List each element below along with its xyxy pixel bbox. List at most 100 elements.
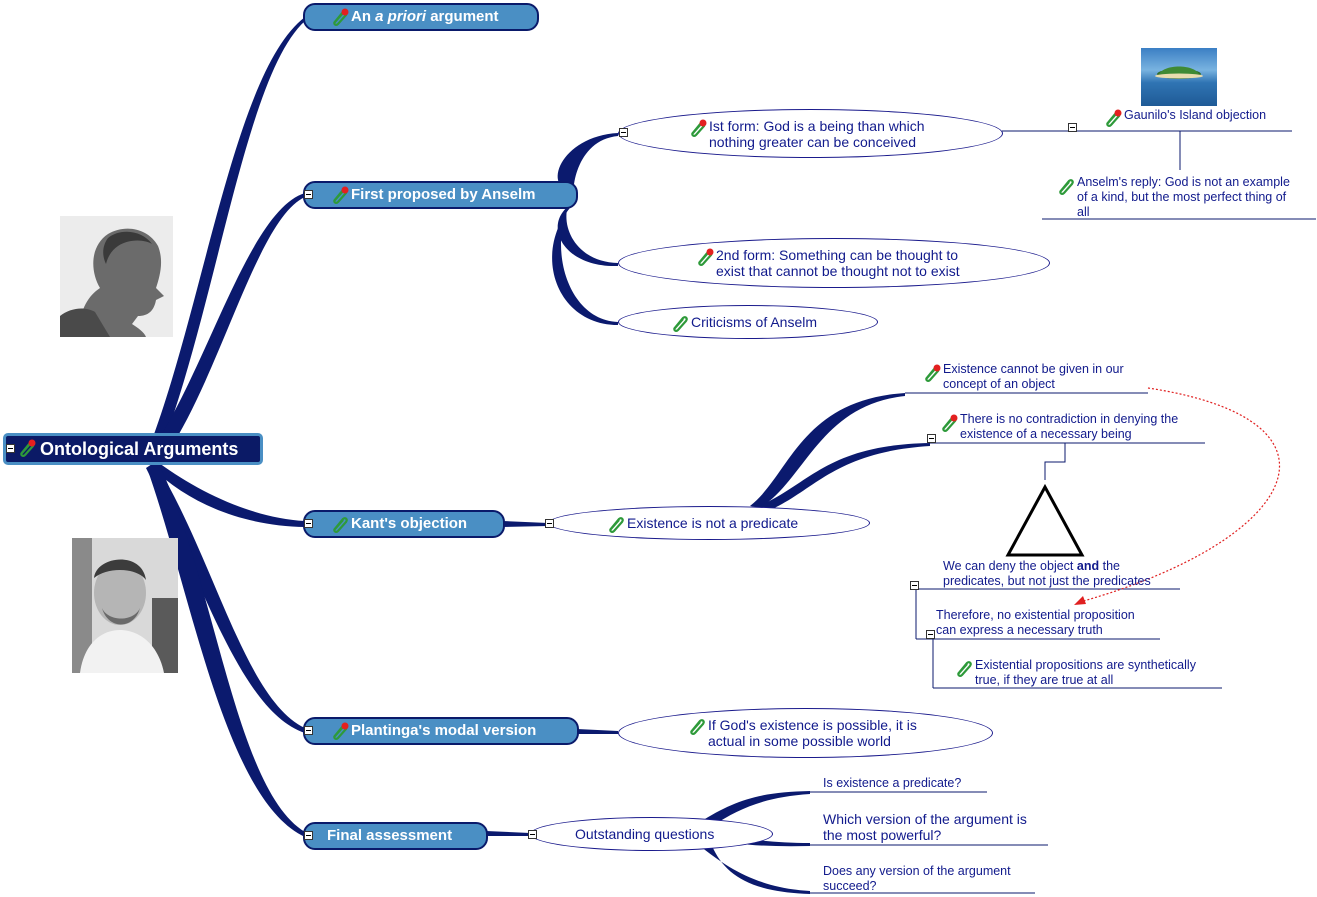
contradiction-node[interactable]: There is no contradiction in denying the… [960, 412, 1178, 442]
kant-attachment-icon[interactable] [330, 514, 350, 534]
first-form-collapse-icon[interactable] [619, 128, 628, 137]
q2-line1: Which version of the argument is [823, 811, 1027, 827]
deny-collapse-icon[interactable] [910, 581, 919, 590]
apriori-label-post: argument [426, 8, 499, 25]
contradiction-collapse-icon[interactable] [927, 434, 936, 443]
branch-plantinga [146, 462, 305, 733]
questions-label: Outstanding questions [575, 826, 715, 842]
deny-bold: and [1076, 559, 1100, 573]
concept-attachment-icon[interactable] [922, 363, 942, 383]
synthetic-attachment-icon[interactable] [954, 658, 974, 678]
plantinga-label: Plantinga's modal version [351, 722, 537, 739]
apriori-label-pre: An [351, 8, 376, 25]
plantinga-collapse-icon[interactable] [304, 726, 313, 735]
synthetic-line2: true, if they are true at all [975, 673, 1114, 687]
apriori-node[interactable]: An a priori argument [303, 3, 539, 31]
gaunilo-attachment-icon[interactable] [1103, 108, 1123, 128]
kant-label: Kant's objection [351, 515, 468, 532]
anselm-portrait-image [60, 216, 173, 337]
concept-line2: concept of an object [943, 377, 1055, 391]
first-form-line1: Ist form: God is a being than which [709, 117, 925, 134]
second-form-line2: exist that cannot be thought not to exis… [716, 263, 960, 279]
root-node[interactable]: Ontological Arguments [3, 433, 263, 465]
q1-node[interactable]: Is existence a predicate? [823, 776, 961, 791]
predicate-node[interactable]: Existence is not a predicate [548, 506, 870, 540]
synthetic-node[interactable]: Existential propositions are synthetical… [975, 658, 1196, 688]
contradiction-attachment-icon[interactable] [939, 413, 959, 433]
link-plantinga-modal [577, 729, 618, 734]
contradiction-line2: existence of a necessary being [960, 427, 1132, 441]
gaunilo-collapse-icon[interactable] [1068, 123, 1077, 132]
link-anselm-criticisms [552, 193, 618, 325]
reply-line3: all [1077, 205, 1090, 219]
branch-apriori [150, 17, 305, 452]
deny-line1b: the [1099, 559, 1120, 573]
predicate-collapse-icon[interactable] [545, 519, 554, 528]
root-collapse-icon[interactable] [6, 444, 15, 453]
reply-attachment-icon[interactable] [1056, 176, 1076, 196]
therefore-line2: can express a necessary truth [936, 623, 1103, 637]
predicate-label: Existence is not a predicate [627, 515, 799, 531]
final-collapse-icon[interactable] [304, 831, 313, 840]
q1-label: Is existence a predicate? [823, 776, 962, 790]
modal-attachment-icon[interactable] [687, 716, 707, 736]
anselm-node[interactable]: First proposed by Anselm [303, 181, 578, 209]
synthetic-line1: Existential propositions are synthetical… [975, 658, 1196, 672]
anselm-attachment-icon[interactable] [330, 185, 350, 205]
root-label: Ontological Arguments [40, 439, 239, 459]
q3-line2: succeed? [823, 879, 877, 893]
link-kant-predicate [503, 521, 548, 527]
plantinga-portrait-image [72, 538, 178, 673]
link-questions-q3 [700, 846, 810, 894]
gaunilo-node[interactable]: Gaunilo's Island objection [1124, 108, 1266, 123]
q3-line1: Does any version of the argument [823, 864, 1011, 878]
first-form-attachment-icon[interactable] [688, 118, 708, 138]
reply-line1: Anselm's reply: God is not an example [1077, 175, 1290, 189]
criticisms-node[interactable]: Criticisms of Anselm [618, 305, 878, 339]
apriori-label-em: a priori [375, 8, 427, 25]
anselm-collapse-icon[interactable] [304, 190, 313, 199]
deny-line1: We can deny the object [943, 559, 1077, 573]
predicate-attachment-icon[interactable] [606, 514, 626, 534]
link-contradiction-triangle [1044, 443, 1066, 480]
apriori-attachment-icon[interactable] [330, 7, 350, 27]
link-anselm-second [557, 193, 618, 267]
branch-kant [150, 460, 305, 527]
link-predicate-contradiction [755, 443, 930, 510]
island-image [1141, 48, 1217, 106]
branch-final [147, 462, 305, 837]
plantinga-node[interactable]: Plantinga's modal version [303, 717, 579, 745]
gaunilo-label: Gaunilo's Island objection [1124, 108, 1267, 122]
final-label: Final assessment [327, 827, 453, 844]
final-node[interactable]: Final assessment [303, 822, 488, 850]
root-attachment-icon[interactable] [17, 438, 37, 458]
second-form-line1: 2nd form: Something can be thought to [716, 247, 959, 263]
criticisms-attachment-icon[interactable] [670, 313, 690, 333]
concept-line1: Existence cannot be given in our [943, 362, 1124, 376]
relationship-arrowhead [1074, 596, 1086, 605]
kant-node[interactable]: Kant's objection [303, 510, 505, 538]
second-form-attachment-icon[interactable] [695, 247, 715, 267]
questions-collapse-icon[interactable] [528, 830, 537, 839]
branch-anselm [155, 193, 305, 452]
link-final-questions [486, 831, 530, 836]
kant-collapse-icon[interactable] [304, 519, 313, 528]
questions-node[interactable]: Outstanding questions [530, 817, 773, 851]
reply-line2: of a kind, but the most perfect thing of [1077, 190, 1287, 204]
deny-line2: predicates, but not just the predicates [943, 574, 1151, 588]
first-form-line2: nothing greater can be conceived [709, 133, 917, 150]
q2-line2: the most powerful? [823, 827, 942, 843]
link-predicate-concept [750, 393, 905, 508]
therefore-collapse-icon[interactable] [926, 630, 935, 639]
plantinga-attachment-icon[interactable] [330, 721, 350, 741]
